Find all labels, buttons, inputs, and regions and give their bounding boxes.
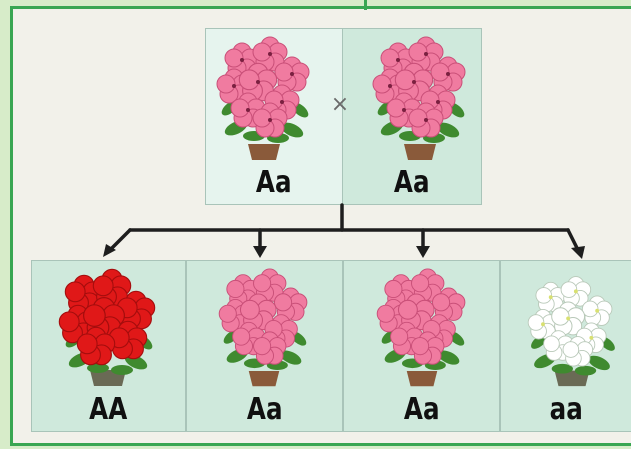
red-flower-icon — [58, 268, 156, 386]
pink-flower-icon — [372, 36, 467, 160]
frame-connector — [364, 0, 367, 10]
parent-1-genotype: Aa — [256, 165, 292, 200]
offspring-1-genotype: AA — [89, 392, 128, 427]
pink-flower-icon — [216, 36, 311, 160]
pink-flower-icon — [218, 268, 309, 387]
offspring-4-genotype: aa — [549, 392, 583, 427]
parent-2-genotype: Aa — [394, 165, 430, 200]
cross-symbol: × — [330, 92, 350, 117]
pink-flower-icon — [376, 268, 467, 387]
offspring-2-genotype: Aa — [246, 392, 283, 427]
offspring-3-genotype: Aa — [403, 392, 440, 427]
white-flower-icon — [527, 276, 618, 387]
